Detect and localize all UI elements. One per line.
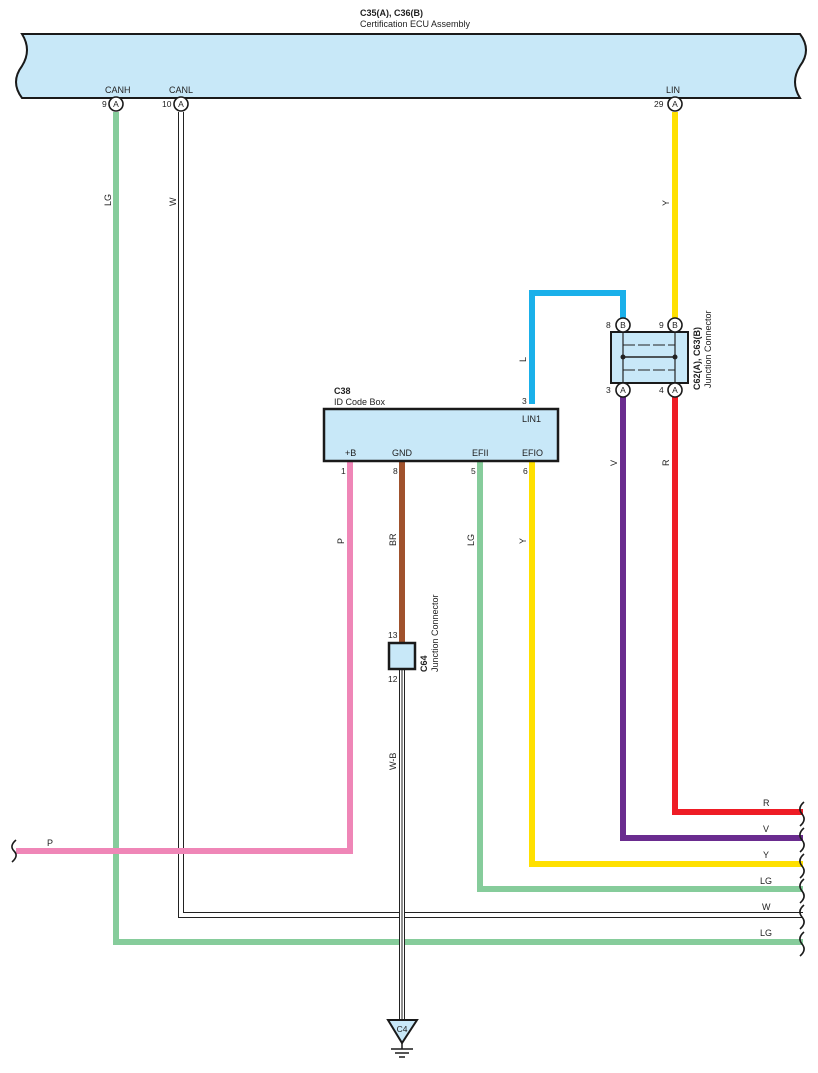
idbox-gnd-num: 8 — [393, 466, 398, 476]
ecu-pin-canh: 9 A — [102, 96, 124, 112]
idbox-efii-num: 5 — [471, 466, 476, 476]
jc62-name: Junction Connector — [703, 310, 713, 388]
exit-label-y: Y — [763, 850, 769, 860]
wire-label-r: R — [661, 459, 671, 466]
ground-icon — [391, 1043, 413, 1058]
wire-v — [620, 396, 803, 841]
wire-label-lg-efii: LG — [466, 534, 476, 546]
connector-pin-icon — [667, 317, 683, 333]
certification-ecu-body — [15, 33, 807, 99]
idbox-efii-name: EFII — [472, 448, 489, 458]
jc64-body — [387, 641, 417, 671]
wire-w-canl — [179, 112, 803, 917]
exit-label-r: R — [763, 798, 770, 808]
jc62-top-left-num: 8 — [606, 320, 611, 330]
splice-dot-icon — [620, 354, 626, 360]
wire-r — [672, 396, 803, 815]
idbox-code: C38 — [334, 386, 351, 396]
jc62-top-right-num: 9 — [659, 320, 664, 330]
splice-dot-icon — [672, 354, 678, 360]
exit-label-w: W — [762, 902, 771, 912]
ecu-pin-name-canl: CANL — [169, 85, 193, 95]
wire-label-y-lin: Y — [661, 200, 671, 206]
wire-label-y-efio: Y — [518, 538, 528, 544]
wire-label-wb: W-B — [388, 753, 398, 770]
certification-ecu-header: C35(A), C36(B) Certification ECU Assembl… — [360, 8, 471, 29]
exit-label-p-left: P — [47, 838, 53, 848]
connector-pin-icon — [173, 96, 189, 112]
ground-code: C4 — [397, 1024, 408, 1034]
connector-pin-icon — [615, 382, 631, 398]
wire-w-canl-outline — [178, 112, 803, 918]
wire-label-v: V — [609, 460, 619, 466]
ecu-pin-conn-canl: A — [178, 99, 184, 109]
connector-pin-icon — [667, 96, 683, 112]
idbox-b-num: 1 — [341, 466, 346, 476]
wire-label-l: L — [518, 357, 528, 362]
ecu-pin-conn-canh: A — [113, 99, 119, 109]
idbox-b-name: +B — [345, 448, 356, 458]
ecu-pin-lin: 29 A — [654, 96, 683, 112]
jc62-bot-left-conn: A — [620, 385, 626, 395]
wire-y-efio — [529, 462, 803, 867]
connector-pin-icon — [667, 382, 683, 398]
ecu-code: C35(A), C36(B) — [360, 8, 423, 18]
wire-label-w-canl: W — [168, 197, 178, 206]
jc64-name: Junction Connector — [430, 594, 440, 672]
ecu-pin-conn-lin: A — [672, 99, 678, 109]
idbox-efio-num: 6 — [523, 466, 528, 476]
wire-label-br: BR — [388, 533, 398, 546]
wire-l-blue — [529, 290, 626, 404]
id-code-box: C38 ID Code Box 3 LIN1 +B GND EFII EFIO … — [322, 386, 560, 476]
ground-c4: C4 — [386, 1019, 419, 1058]
jc62-top-right-conn: B — [672, 320, 678, 330]
ecu-pin-canl: 10 A — [162, 96, 189, 112]
jc62-bot-right-num: 4 — [659, 385, 664, 395]
idbox-body — [322, 407, 560, 463]
ecu-pin-name-canh: CANH — [105, 85, 131, 95]
ecu-name: Certification ECU Assembly — [360, 19, 471, 29]
ecu-pin-num-canh: 9 — [102, 99, 107, 109]
wire-label-lg-canh: LG — [103, 194, 113, 206]
ground-triangle — [386, 1019, 419, 1045]
jc62-bot-left-num: 3 — [606, 385, 611, 395]
wire-label-p: P — [336, 538, 346, 544]
wire-lg-efii — [477, 462, 803, 892]
junction-connector-c62-c63: 8 B 9 B 3 A 4 A C62(A), C63(B) Junction … — [606, 310, 713, 398]
jc62-bot-right-conn: A — [672, 385, 678, 395]
exit-label-lg-2: LG — [760, 928, 772, 938]
junction-connector-c64: 13 12 C64 Junction Connector — [387, 594, 440, 684]
connector-pin-icon — [108, 96, 124, 112]
idbox-efio-name: EFIO — [522, 448, 543, 458]
ecu-pin-name-lin: LIN — [666, 85, 680, 95]
wire-lg-canh — [113, 112, 803, 945]
jc64-top-num: 13 — [388, 630, 398, 640]
exit-label-v: V — [763, 824, 769, 834]
idbox-lin1-num: 3 — [522, 396, 527, 406]
jc62-top-left-conn: B — [620, 320, 626, 330]
ecu-pin-num-lin: 29 — [654, 99, 664, 109]
idbox-lin1-name: LIN1 — [522, 414, 541, 424]
jc62-code: C62(A), C63(B) — [692, 327, 702, 390]
jc64-code: C64 — [419, 655, 429, 672]
connector-pin-icon — [615, 317, 631, 333]
wire-p — [16, 462, 353, 854]
exit-label-lg-1: LG — [760, 876, 772, 886]
idbox-gnd-name: GND — [392, 448, 413, 458]
break-mark-icon — [11, 801, 805, 957]
idbox-name: ID Code Box — [334, 397, 386, 407]
ecu-pin-num-canl: 10 — [162, 99, 172, 109]
jc64-bot-num: 12 — [388, 674, 398, 684]
